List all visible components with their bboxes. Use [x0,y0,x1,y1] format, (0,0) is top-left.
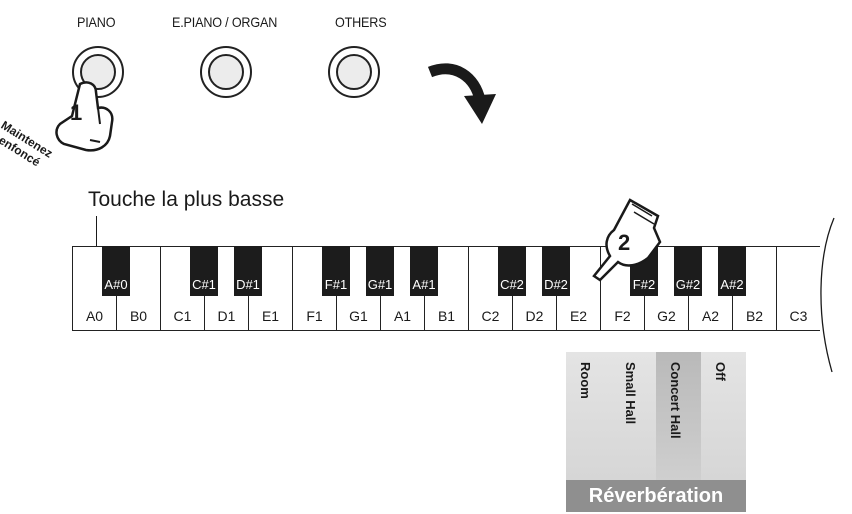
reverb-option-small-hall[interactable]: Small Hall [611,352,656,480]
others-button-label: OTHERS [335,14,387,30]
white-key-label: A1 [393,308,412,324]
white-key-label: G2 [657,308,676,324]
curved-arrow-icon [427,63,496,124]
white-key-label: E1 [261,308,280,324]
black-key-label: C#2 [500,277,524,292]
black-key-label: F#1 [324,277,348,292]
step-1-number: 1 [70,100,83,125]
piano-button-label: PIANO [77,14,116,30]
black-key-label: C#1 [192,277,216,292]
black-key-label: F#2 [632,277,656,292]
black-key-a-sharp2[interactable]: A#2 [718,246,746,296]
black-key-label: A#0 [104,277,128,292]
white-key-label: C3 [789,308,808,324]
step-2-number: 2 [618,230,631,255]
reverb-option-concert-hall[interactable]: Concert Hall [656,352,701,480]
black-key-label: G#2 [675,277,701,292]
others-button-cap [336,54,372,90]
epiano-organ-button[interactable] [200,46,252,98]
reverb-panel: Room Small Hall Concert Hall Off Réverbé… [566,352,746,512]
reverb-title: Réverbération [566,480,746,512]
white-key-label: D2 [525,308,544,324]
black-key-g-sharp1[interactable]: G#1 [366,246,394,296]
black-key-label: D#2 [544,277,568,292]
black-key-label: G#1 [367,277,393,292]
white-key-label: C1 [173,308,192,324]
white-key-label: A2 [701,308,720,324]
reverb-option-room[interactable]: Room [566,352,611,480]
hold-instruction: Maintenez enfoncé [0,118,55,172]
others-button[interactable] [328,46,380,98]
pointing-hand-icon [55,81,114,152]
white-key-c2[interactable]: C2 [468,246,512,331]
white-key-label: B2 [745,308,764,324]
black-key-a-sharp1[interactable]: A#1 [410,246,438,296]
black-key-g-sharp2[interactable]: G#2 [674,246,702,296]
white-key-label: B0 [129,308,148,324]
white-key-label: E2 [569,308,588,324]
white-key-label: D1 [217,308,236,324]
white-key-label: A0 [85,308,104,324]
pointing-hand-2-icon [592,198,662,282]
black-key-f-sharp1[interactable]: F#1 [322,246,350,296]
black-key-d-sharp2[interactable]: D#2 [542,246,570,296]
black-key-c-sharp2[interactable]: C#2 [498,246,526,296]
reverb-option-off[interactable]: Off [701,352,746,480]
white-key-label: C2 [481,308,500,324]
white-key-label: F2 [614,308,631,324]
black-key-label: A#1 [412,277,436,292]
reverb-option-concert-hall-label: Concert Hall [668,362,683,439]
epiano-organ-button-label: E.PIANO / ORGAN [172,14,278,30]
black-key-label: A#2 [720,277,744,292]
white-key-c3[interactable]: C3 [776,246,820,331]
white-key-label: F1 [306,308,323,324]
black-key-a-sharp0[interactable]: A#0 [102,246,130,296]
lowest-key-title: Touche la plus basse [88,188,285,211]
reverb-option-off-label: Off [713,362,728,381]
lowest-key-pointer-line [96,216,97,266]
keyboard-break-line [820,217,835,373]
epiano-organ-button-cap [208,54,244,90]
black-key-label: D#1 [236,277,260,292]
black-key-c-sharp1[interactable]: C#1 [190,246,218,296]
white-key-label: B1 [437,308,456,324]
white-key-label: G1 [349,308,368,324]
black-key-d-sharp1[interactable]: D#1 [234,246,262,296]
reverb-option-small-hall-label: Small Hall [623,362,638,425]
reverb-option-room-label: Room [578,362,593,399]
